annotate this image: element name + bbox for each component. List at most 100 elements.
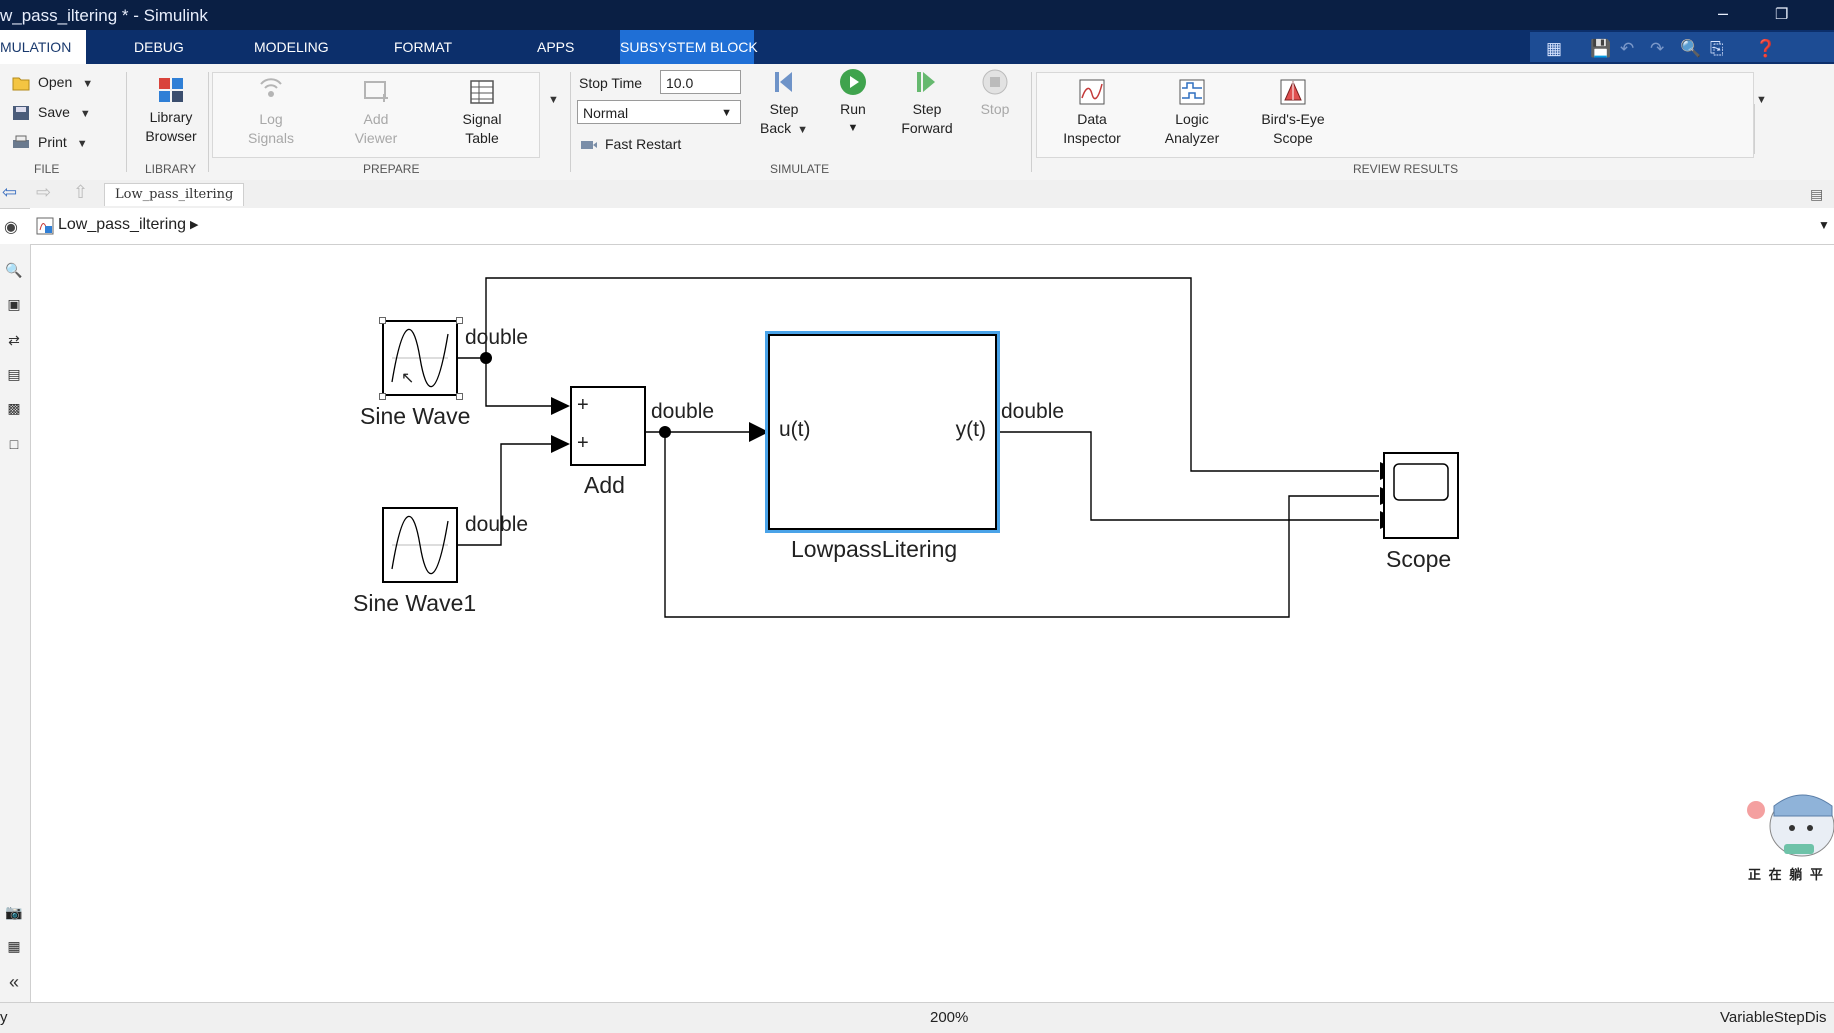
window-title: w_pass_iltering * - Simulink <box>0 6 208 25</box>
save-button[interactable]: Save▼ <box>12 104 91 121</box>
chevron-down-icon[interactable]: ▼ <box>1818 218 1830 232</box>
restore-icon[interactable]: ❐ <box>1775 6 1789 23</box>
lowpass-subsystem-block[interactable]: u(t) y(t) <box>765 331 1000 533</box>
camera-icon[interactable]: 📷 <box>5 904 23 920</box>
zoom-level: 200% <box>930 1009 969 1026</box>
open-button[interactable]: Open▼ <box>12 74 93 91</box>
quick-access-toolbar: ▦ 💾 ↶ ↷ 🔍 ⎘ ❓ <box>1530 32 1834 62</box>
undo-icon[interactable]: ↶ <box>1620 39 1635 58</box>
fast-restart-icon <box>579 137 597 153</box>
sine-wave1-label: Sine Wave1 <box>353 590 477 616</box>
scope-icon <box>1393 463 1449 501</box>
save-icon <box>12 105 30 121</box>
up-arrow-icon[interactable]: ⇧ <box>73 182 89 202</box>
breadcrumb-tab[interactable]: Low_pass_iltering <box>104 183 245 206</box>
sine-wave-label: Sine Wave <box>360 403 471 429</box>
stop-time-input[interactable]: 10.0 <box>660 70 741 94</box>
signal-table-icon <box>470 80 494 104</box>
chevron-right-icon[interactable]: ▶ <box>190 219 199 231</box>
stop-icon <box>982 69 1008 95</box>
hide-explorer-icon[interactable]: ◉ <box>4 219 18 236</box>
mascot-icon <box>1747 794 1834 857</box>
step-back-button[interactable]: Step Back▼ <box>748 68 820 140</box>
chevron-down-icon: ▼ <box>79 108 91 120</box>
run-icon <box>840 69 866 95</box>
library-browser-icon <box>159 78 183 102</box>
log-signals-button[interactable]: Log Signals <box>236 78 306 148</box>
navigation-bar: ⇦ ⇨ ⇧ Low_pass_iltering ▤ <box>0 180 1834 209</box>
signal-label-add: double <box>651 400 715 423</box>
left-toolbar: 🔍 ▣ ⇄ ▤ ▩ □ 📷 ▦ « <box>0 244 31 1002</box>
data-inspector-button[interactable]: Data Inspector <box>1052 78 1132 148</box>
tab-apps[interactable]: APPS <box>537 39 575 55</box>
stop-time-label: Stop Time <box>579 75 643 91</box>
save-icon[interactable]: 💾 <box>1590 39 1612 58</box>
tab-debug[interactable]: DEBUG <box>134 39 184 55</box>
review-gallery <box>1036 72 1754 158</box>
step-forward-icon <box>917 72 935 92</box>
solver-status[interactable]: VariableStepDis <box>1720 1009 1827 1026</box>
step-forward-button[interactable]: Step Forward <box>891 68 963 138</box>
collapse-icon[interactable]: « <box>8 972 19 992</box>
image-icon[interactable]: ▩ <box>7 400 21 416</box>
address-bar: Low_pass_iltering ▶ ▼ <box>30 208 1834 245</box>
section-label-prepare: PREPARE <box>363 162 420 176</box>
tab-modeling[interactable]: MODELING <box>254 39 329 55</box>
chevron-down-icon: ▼ <box>847 122 859 134</box>
zoom-icon[interactable]: 🔍 <box>5 262 23 278</box>
add-block[interactable]: + + <box>570 386 646 466</box>
step-back-icon <box>775 72 792 92</box>
help-icon[interactable]: ❓ <box>1755 39 1777 58</box>
birds-eye-scope-icon <box>1280 79 1306 105</box>
stop-button[interactable]: Stop <box>960 68 1030 119</box>
sine-wave-block[interactable] <box>382 320 458 396</box>
chevron-down-icon: ▼ <box>721 107 732 119</box>
print-button[interactable]: Print▼ <box>12 134 88 151</box>
chevron-down-icon: ▼ <box>797 124 808 136</box>
menu-icon[interactable]: ▤ <box>1810 186 1824 202</box>
simulation-mode-select[interactable]: Normal ▼ <box>577 100 741 124</box>
section-label-review: REVIEW RESULTS <box>1353 162 1459 176</box>
minimize-icon[interactable]: – <box>1718 3 1729 23</box>
subsystem-input-port-label: u(t) <box>779 418 811 441</box>
add-label: Add <box>584 472 625 498</box>
layout-icon[interactable]: ▦ <box>1546 39 1563 58</box>
print-icon[interactable]: ⎘ <box>1710 39 1724 58</box>
data-inspector-icon <box>1079 79 1105 105</box>
signal-table-button[interactable]: Signal Table <box>447 78 517 148</box>
model-canvas[interactable]: ↖ Sine Wave double Sine Wave1 double + +… <box>31 246 1834 1001</box>
annotation-icon[interactable]: ▤ <box>7 366 21 382</box>
tab-simulation[interactable]: MULATION <box>0 30 86 64</box>
fit-to-view-icon[interactable]: ▣ <box>7 296 21 312</box>
subsystem-label: LowpassLitering <box>791 536 958 562</box>
chevron-down-icon: ▼ <box>82 78 94 90</box>
logic-analyzer-button[interactable]: Logic Analyzer <box>1152 78 1232 148</box>
signal-label-sine1: double <box>465 326 529 349</box>
birds-eye-scope-button[interactable]: Bird's-Eye Scope <box>1251 78 1335 148</box>
review-expand-icon[interactable]: ▼ <box>1756 94 1767 106</box>
add-viewer-button[interactable]: Add Viewer <box>341 78 411 148</box>
signal-routing-icon[interactable]: ⇄ <box>8 332 20 348</box>
section-label-simulate: SIMULATE <box>770 162 830 176</box>
forward-arrow-icon[interactable]: ⇨ <box>36 182 52 202</box>
model-icon <box>36 217 54 240</box>
library-browser-button[interactable]: Library Browser <box>136 76 206 146</box>
search-icon[interactable]: 🔍 <box>1680 39 1702 58</box>
redo-icon[interactable]: ↷ <box>1650 39 1665 58</box>
model-browser-icon[interactable]: ▦ <box>7 938 21 954</box>
prepare-expand-icon[interactable]: ▼ <box>548 94 559 106</box>
tab-format[interactable]: FORMAT <box>394 39 453 55</box>
watermark-mascot: 正 在 躺 平 <box>1744 786 1834 886</box>
run-button[interactable]: Run ▼ <box>818 68 888 138</box>
add-input-plus-1: + <box>577 394 589 416</box>
title-bar: w_pass_iltering * - Simulink – ❐ <box>0 0 1834 30</box>
scope-block[interactable] <box>1383 452 1459 539</box>
status-left-text: y <box>0 1009 8 1026</box>
fast-restart-button[interactable]: Fast Restart <box>579 136 681 153</box>
address-model-name[interactable]: Low_pass_iltering <box>58 216 187 233</box>
ribbon-tab-bar: MULATION DEBUG MODELING FORMAT APPS SUBS… <box>0 30 1834 64</box>
tab-subsystem-block[interactable]: SUBSYSTEM BLOCK <box>620 30 758 64</box>
back-arrow-icon[interactable]: ⇦ <box>2 182 18 202</box>
area-icon[interactable]: □ <box>9 436 19 452</box>
sine-wave1-block[interactable] <box>382 507 458 583</box>
